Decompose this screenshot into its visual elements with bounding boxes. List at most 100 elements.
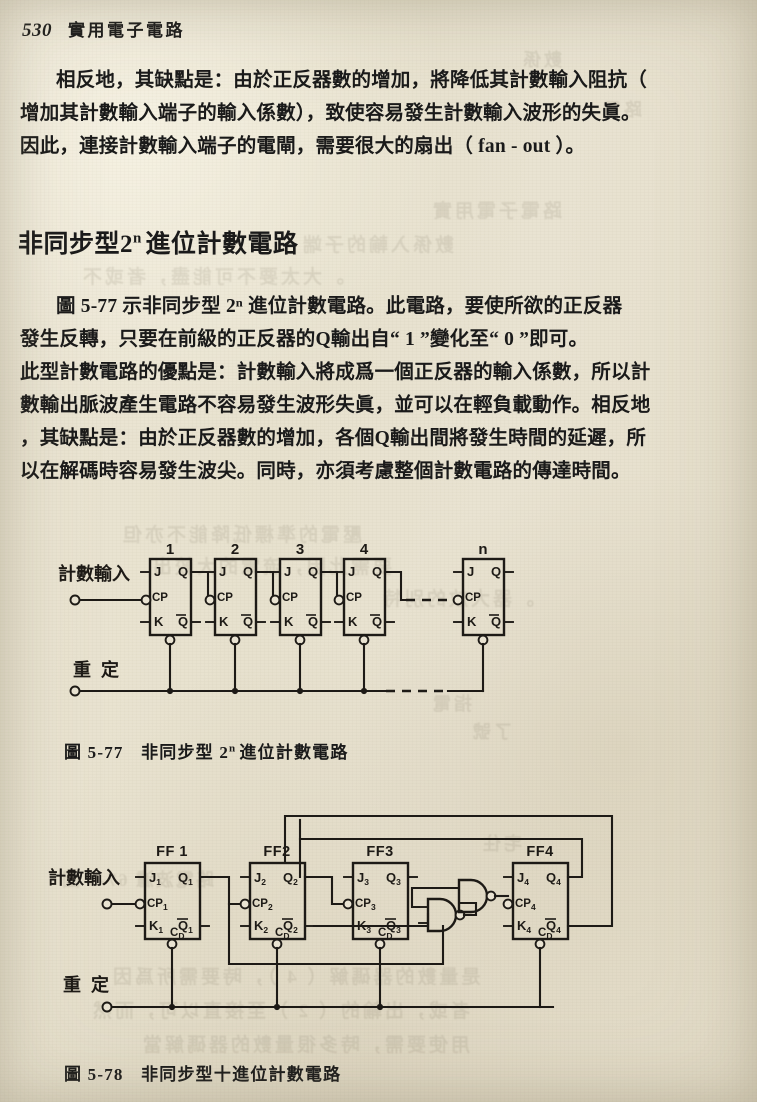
fig578-ff1-cd-label: CD (170, 927, 184, 941)
paragraph-2-line-2: 發生反轉，只要在前級的正反器的Q輸出自“ 1 ”變化至“ 0 ”即可。 (20, 329, 589, 350)
fig578-nand-gate-2 (439, 878, 510, 914)
figure-5-78-caption-text: 非同步型十進位計數電路 (141, 1065, 342, 1084)
fig578-ff2-label: FF2 (263, 844, 290, 860)
fig577-ff3-cp-bubble (269, 594, 281, 606)
fig577-ff3-k-label: K (284, 614, 294, 629)
fig578-ff1-label: FF 1 (156, 844, 188, 860)
fig578-feedback-qbar4-outer (283, 814, 614, 928)
fig578-ff2-k-label: K2 (254, 918, 268, 935)
fig578-ff4-cp-bubble (502, 898, 514, 910)
paragraph-1-line-2: 增加其計數輸入端子的輸入係數），致使容易發生計數輸入波形的失眞。 (20, 103, 641, 124)
fig577-ff2-k-label: K (219, 614, 229, 629)
fig577-ff4-cp-bubble (333, 594, 345, 606)
fig578-ff3-q-label: Q3 (386, 870, 401, 887)
fig577-ff4-j-label: J (348, 564, 355, 579)
fig577-ff4-q-label: Q (372, 564, 382, 579)
fig577-ff1-k-label: K (154, 614, 164, 629)
fig578-nand1-output-wire (462, 901, 478, 917)
fig577-ff2-cp-label: CP (217, 592, 233, 604)
fig578-nand2-body (457, 878, 489, 914)
fig577-ffn-j-label: J (467, 564, 474, 579)
figure-5-77-caption-text-before: 非同步型 2 (141, 743, 230, 762)
paragraph-2-line-5: ，其缺點是：由於正反器數的增加，各個Q輸出間將發生時間的延遲，所 (20, 428, 647, 449)
fig578-ff3-cp-bubble (342, 898, 354, 910)
fig578-ff2-cd-label: CD (275, 927, 289, 941)
fig577-ffn-q-label: Q (491, 564, 501, 579)
fig577-ff4-number: 4 (360, 541, 369, 558)
fig578-ff3-reset-junction (376, 1003, 384, 1011)
fig577-ffn-number: n (478, 541, 487, 558)
fig577-ff1-number: 1 (166, 541, 174, 558)
fig577-flipflop-n: n J CP K Q Q (452, 541, 514, 693)
fig577-ff1-qbar-label: Q (178, 614, 188, 629)
fig577-wire-q4-to-dashed (383, 570, 408, 602)
fig577-ff4-k-label: K (348, 614, 358, 629)
fig578-wire-nand-upper-feed (410, 886, 442, 909)
fig578-ff4-label: FF4 (526, 844, 553, 860)
fig578-ff2-q-label: Q2 (283, 870, 298, 887)
fig577-clock-input-terminal (69, 594, 81, 606)
paragraph-2-line-6: 以在解碼時容易發生波尖。同時，亦須考慮整個計數電路的傳達時間。 (20, 461, 631, 482)
fig578-feedback-q4-inner (298, 837, 584, 879)
fig578-clock-input-terminal (101, 898, 113, 910)
fig577-flipflop-1: 1 J CP K Q Q (140, 541, 201, 695)
book-title: 實用電子電路 (68, 21, 185, 40)
fig577-ff2-q-label: Q (243, 564, 253, 579)
paragraph-2-line-1: 圖 5-77 示非同步型 2ⁿ 進位計數電路。此電路，要使所欲的正反器 (56, 296, 623, 317)
fig577-ff1-q-label: Q (178, 564, 188, 579)
fig578-ff1-k-label: K1 (149, 918, 163, 935)
section-heading-text-before: 非同步型2 (18, 231, 134, 258)
fig578-flipflop-1: FF 1 J1 CP1 K1 CD Q1 Q1 (134, 844, 210, 1011)
fig578-reset-terminal (101, 1001, 113, 1013)
figure-5-78-caption: 圖 5-78 非同步型十進位計數電路 (64, 1060, 341, 1085)
running-head: 530 實用電子電路 (22, 16, 185, 42)
section-heading-superscript: n (133, 230, 142, 247)
fig577-ff2-number: 2 (231, 541, 239, 558)
fig577-ff3-qbar-label: Q (308, 614, 318, 629)
fig577-ff3-number: 3 (296, 541, 304, 558)
fig578-flipflop-4: FF4 J4 CP4 K4 CD Q4 Q4 (502, 844, 570, 1009)
fig577-ff1-reset-junction (166, 687, 174, 695)
fig577-ff1-cp-bubble (140, 594, 152, 606)
figure-5-77-caption-text-after: 進位計數電路 (239, 743, 349, 762)
paragraph-1: 相反地，其缺點是：由於正反器數的增加，將降低其計數輸入阻抗（ 增加其計數輸入端子… (20, 64, 738, 163)
fig577-ff3-cp-label: CP (282, 592, 298, 604)
fig577-ffn-k-label: K (467, 614, 477, 629)
fig577-reset-terminal (69, 685, 81, 697)
fig577-ff2-cp-bubble (204, 594, 216, 606)
figure-5-77-caption-number: 圖 5-77 (64, 743, 124, 762)
fig577-ff4-qbar-label: Q (372, 614, 382, 629)
fig578-ff2-cp-label: CP2 (252, 898, 273, 912)
fig578-clock-input-label: 計數輸入 (48, 867, 120, 888)
fig577-flipflop-3: 3 J CP K Q Q (269, 541, 331, 695)
fig578-ff2-cp-bubble (239, 898, 251, 910)
fig578-ff4-cd-label: CD (538, 927, 552, 941)
fig578-ff3-cp-label: CP3 (355, 898, 376, 912)
fig577-ff3-reset-junction (296, 687, 304, 695)
fig578-ff4-cp-label: CP4 (515, 898, 536, 912)
fig577-ffn-qbar-label: Q (491, 614, 501, 629)
figure-5-78: 計數輸入 重定 FF 1 J1 CP1 K1 CD Q1 Q1 (0, 806, 700, 1021)
fig578-reset-label: 重定 (63, 974, 119, 995)
fig578-ff4-j-label: J4 (517, 870, 529, 887)
fig577-ff2-qbar-label: Q (243, 614, 253, 629)
fig578-ff3-label: FF3 (366, 844, 393, 860)
fig577-reset-label: 重定 (73, 659, 129, 680)
fig578-ff2-reset-junction (273, 1003, 281, 1011)
fig577-ff2-j-label: J (219, 564, 226, 579)
fig577-flipflop-4: 4 J CP K Q Q (333, 541, 395, 695)
figure-5-78-caption-number: 圖 5-78 (64, 1065, 124, 1084)
fig578-ff1-reset-junction (168, 1003, 176, 1011)
fig577-ff3-q-label: Q (308, 564, 318, 579)
page-number: 530 (22, 20, 52, 41)
fig578-lower-return-rail (227, 902, 445, 966)
fig577-ff2-reset-junction (231, 687, 239, 695)
fig578-ff1-cp-bubble (134, 898, 146, 910)
fig578-ff4-k-label: K4 (517, 918, 531, 935)
figure-5-77-schematic: 計數輸入 重定 1 J CP K Q Q (58, 541, 514, 697)
fig578-ff1-qbar-label: Q1 (178, 918, 193, 935)
